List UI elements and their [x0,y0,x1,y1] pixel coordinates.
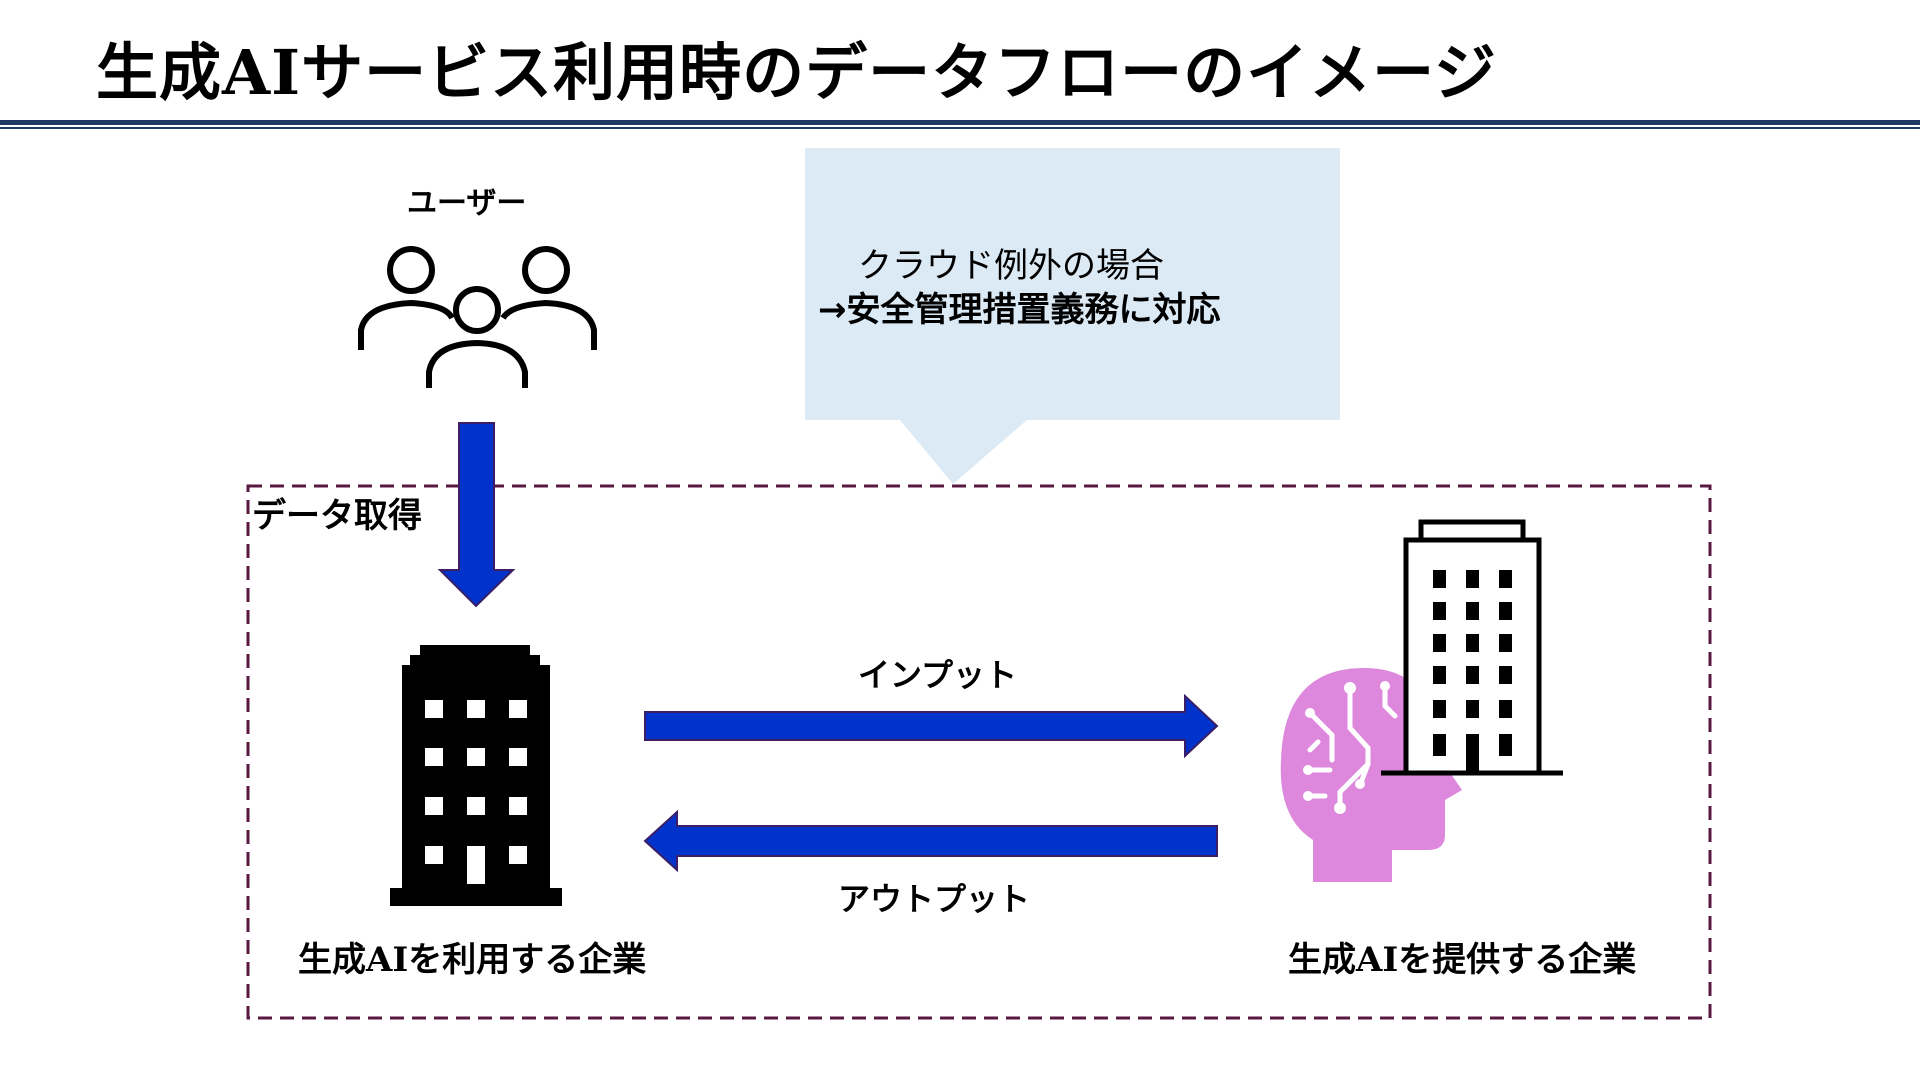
user-label: ユーザー [407,186,527,221]
callout-line1: クラウド例外の場合 [858,246,1164,286]
office-building-icon [390,645,562,906]
input-arrow [644,693,1219,759]
output-arrow [643,809,1218,873]
title-rule [0,120,1920,125]
data-scope-boundary [246,484,1712,1020]
users-icon [358,246,597,388]
data-acquisition-label: データ取得 [252,496,422,536]
provider-company-label: 生成AIを提供する企業 [1288,940,1637,980]
user-company-label: 生成AIを利用する企業 [298,940,647,980]
callout-line2: →安全管理措置義務に対応 [818,290,1221,330]
title-rule-thin [0,127,1920,129]
input-label: インプット [858,656,1018,694]
output-label: アウトプット [838,880,1031,918]
page-title: 生成AIサービス利用時のデータフローのイメージ [96,36,1497,109]
callout-bubble [805,148,1340,484]
office-tower-icon [1381,519,1563,776]
data-acquisition-arrow [437,422,516,608]
